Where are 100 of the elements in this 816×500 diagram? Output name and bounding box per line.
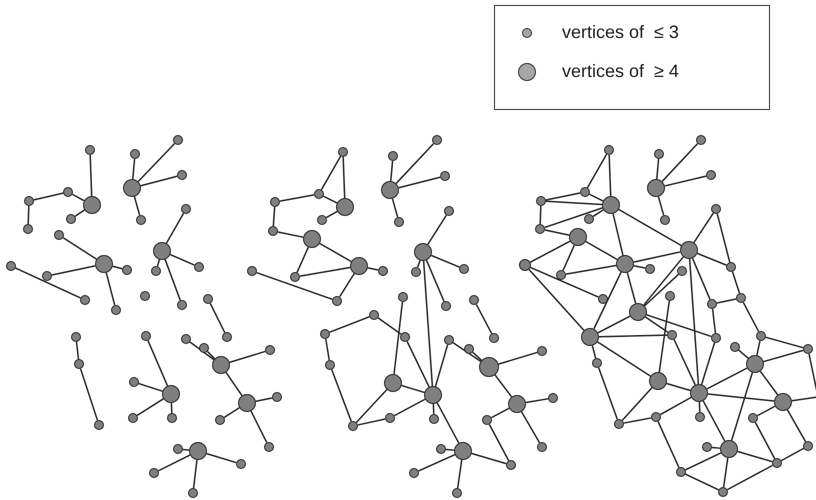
graph-edge: [622, 387, 653, 421]
small-vertex: [388, 151, 398, 161]
graph-edge: [546, 200, 602, 206]
graph-edge: [206, 452, 236, 464]
graph-edge: [598, 334, 668, 338]
graph-edge: [52, 265, 96, 276]
small-vertex: [464, 344, 474, 354]
small-vertex: [676, 467, 686, 477]
graph-edge: [624, 417, 652, 424]
graph-edge: [280, 194, 314, 202]
graph-edge: [416, 260, 421, 268]
small-vertex: [338, 147, 348, 157]
graph-edge: [250, 410, 268, 443]
graph-edge: [592, 209, 604, 217]
graph-edge: [737, 450, 772, 462]
graph-edge: [471, 452, 506, 464]
small-vertex: [537, 346, 547, 356]
small-vertex: [199, 343, 209, 353]
graph-edge: [781, 448, 804, 462]
small-vertex: [264, 442, 274, 452]
graph-edge: [608, 154, 612, 196]
large-vertex: [629, 303, 647, 321]
small-vertex: [459, 264, 469, 274]
graph-edge: [34, 192, 64, 201]
graph-edge: [138, 382, 163, 392]
graph-edge: [190, 341, 214, 360]
graph-edge: [80, 368, 98, 420]
graph-edge: [612, 214, 624, 256]
small-vertex: [394, 217, 404, 227]
graph-edge: [597, 341, 651, 377]
small-vertex: [54, 230, 64, 240]
large-vertex: [569, 228, 587, 246]
small-vertex: [236, 459, 246, 469]
small-vertex: [444, 335, 454, 345]
small-vertex: [441, 301, 451, 311]
small-vertex: [203, 294, 213, 304]
small-vertex: [718, 487, 728, 497]
small-vertex: [290, 272, 300, 282]
small-vertex: [803, 344, 813, 354]
graph-edge: [398, 176, 440, 188]
graph-edge: [702, 400, 726, 442]
small-vertex: [444, 206, 454, 216]
graph-edge: [431, 254, 460, 268]
graph-edge: [697, 252, 727, 266]
graph-edge: [498, 352, 538, 365]
small-vertex: [432, 135, 442, 145]
small-vertex: [598, 294, 608, 304]
small-vertex: [348, 421, 358, 431]
graph-edge: [427, 214, 447, 245]
small-vertex: [556, 270, 566, 280]
graph-edge: [763, 350, 804, 362]
graph-edge: [488, 424, 510, 461]
graph-edge: [329, 316, 370, 333]
graph-edge: [224, 407, 240, 418]
small-vertex: [584, 214, 594, 224]
graph-edge: [72, 194, 84, 202]
small-vertex: [378, 266, 388, 276]
small-vertex: [695, 412, 705, 422]
graph-edge: [662, 143, 698, 182]
small-vertex: [325, 360, 335, 370]
small-vertex: [149, 468, 159, 478]
small-vertex: [71, 332, 81, 342]
graph-edge: [756, 340, 761, 356]
graph-edge: [716, 214, 730, 262]
small-vertex: [614, 419, 624, 429]
small-vertex: [452, 488, 462, 498]
small-vertex: [314, 189, 324, 199]
graph-edge: [586, 154, 608, 188]
graph-edge: [757, 406, 776, 416]
graph-edge: [138, 143, 176, 182]
graph-edge: [396, 143, 434, 184]
graph-edge: [528, 268, 585, 331]
graph-edge: [693, 212, 714, 243]
graph-edge: [738, 350, 749, 359]
graph-edge: [530, 240, 570, 263]
graph-edge: [406, 341, 430, 388]
graph-edge: [229, 350, 266, 364]
large-vertex: [454, 442, 472, 460]
graph-edge: [401, 384, 425, 394]
graph-edge: [158, 454, 190, 472]
graph-edge: [418, 454, 456, 472]
small-vertex: [151, 266, 161, 276]
graph-edge: [134, 196, 140, 216]
graph-edge: [660, 396, 692, 416]
small-vertex: [667, 330, 677, 340]
small-vertex: [696, 135, 706, 145]
small-vertex: [188, 488, 198, 498]
small-vertex: [385, 413, 395, 423]
small-vertex: [332, 296, 342, 306]
small-vertex: [94, 420, 104, 430]
graph-edge: [331, 369, 352, 422]
small-vertex: [702, 442, 712, 452]
small-vertex: [130, 149, 140, 159]
large-vertex: [720, 440, 738, 458]
small-vertex: [215, 415, 225, 425]
graph-edge: [589, 194, 604, 202]
graph-edge: [296, 246, 309, 273]
small-vertex: [409, 468, 419, 478]
graph-edge: [644, 274, 679, 306]
small-vertex: [247, 266, 257, 276]
